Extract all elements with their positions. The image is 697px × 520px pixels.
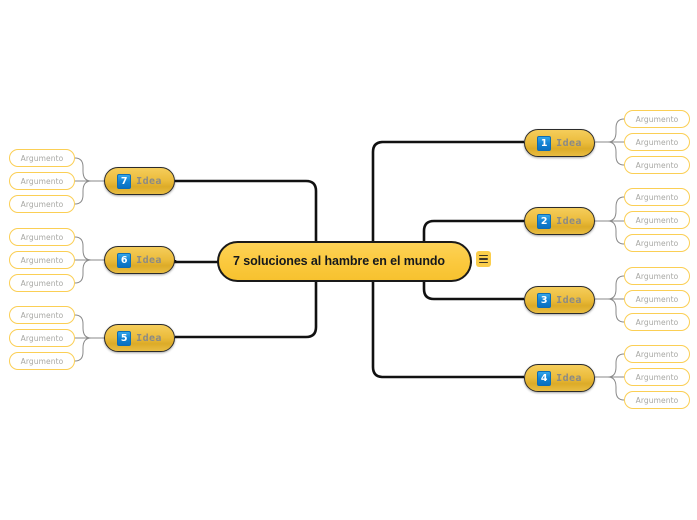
argument-node-label: Argumento (20, 176, 64, 186)
argument-node[interactable]: Argumento (624, 368, 690, 386)
idea-node-2[interactable]: 2 Idea (524, 207, 595, 235)
fan-idea4-c (607, 376, 625, 401)
idea-node-6[interactable]: 6 Idea (104, 246, 175, 274)
hamburger-line-1 (479, 254, 488, 257)
fan-idea7-a (74, 157, 104, 182)
argument-node-label: Argumento (20, 278, 64, 288)
argument-node[interactable]: Argumento (9, 352, 75, 370)
argument-node[interactable]: Argumento (9, 251, 75, 269)
argument-node-label: Argumento (635, 372, 679, 382)
idea-node-4[interactable]: 4 Idea (524, 364, 595, 392)
idea-node-label: Idea (556, 215, 582, 227)
argument-node-label: Argumento (635, 317, 679, 327)
fan-idea6-c (74, 259, 92, 284)
fan-idea3-a (595, 275, 625, 300)
argument-node-label: Argumento (20, 153, 64, 163)
argument-node[interactable]: Argumento (624, 234, 690, 252)
argument-node-label: Argumento (635, 238, 679, 248)
argument-node[interactable]: Argumento (624, 211, 690, 229)
argument-node[interactable]: Argumento (9, 195, 75, 213)
argument-node-label: Argumento (20, 199, 64, 209)
idea-node-1[interactable]: 1 Idea (524, 129, 595, 157)
root-title: 7 soluciones al hambre en el mundo (233, 253, 445, 268)
idea-number-badge: 5 (117, 330, 132, 346)
idea-number-badge: 6 (117, 252, 132, 268)
idea-node-3[interactable]: 3 Idea (524, 286, 595, 314)
argument-node-label: Argumento (20, 310, 64, 320)
hamburger-icon[interactable] (476, 251, 491, 267)
idea-number-badge: 2 (537, 213, 552, 229)
idea-number-badge: 1 (537, 135, 552, 151)
argument-node-label: Argumento (635, 271, 679, 281)
fan-idea2-a (595, 196, 625, 222)
idea-number-badge: 7 (117, 173, 132, 189)
argument-node[interactable]: Argumento (9, 172, 75, 190)
idea-node-label: Idea (556, 294, 582, 306)
argument-node[interactable]: Argumento (624, 345, 690, 363)
idea-node-label: Idea (136, 175, 162, 187)
fan-idea6-a (74, 236, 104, 261)
argument-node[interactable]: Argumento (9, 228, 75, 246)
idea-node-7[interactable]: 7 Idea (104, 167, 175, 195)
idea-number-badge: 4 (537, 370, 552, 386)
fan-idea5-c (74, 337, 92, 362)
argument-node[interactable]: Argumento (9, 274, 75, 292)
argument-node[interactable]: Argumento (624, 156, 690, 174)
idea-number-badge: 3 (537, 292, 552, 308)
argument-node-label: Argumento (635, 395, 679, 405)
argument-node[interactable]: Argumento (624, 290, 690, 308)
argument-node-label: Argumento (635, 114, 679, 124)
idea-node-label: Idea (556, 137, 582, 149)
trunk-left-middle (173, 260, 217, 264)
argument-node-label: Argumento (20, 232, 64, 242)
argument-node[interactable]: Argumento (624, 267, 690, 285)
fan-idea2-c (607, 220, 625, 245)
argument-node-label: Argumento (635, 349, 679, 359)
idea-node-label: Idea (556, 372, 582, 384)
argument-node[interactable]: Argumento (624, 133, 690, 151)
argument-node-label: Argumento (20, 333, 64, 343)
idea-node-5[interactable]: 5 Idea (104, 324, 175, 352)
fan-idea3-c (607, 298, 625, 323)
hamburger-line-3 (479, 261, 488, 264)
argument-node-label: Argumento (635, 192, 679, 202)
argument-node[interactable]: Argumento (624, 391, 690, 409)
argument-node-label: Argumento (635, 215, 679, 225)
argument-node-label: Argumento (635, 160, 679, 170)
fan-idea7-c (74, 180, 92, 205)
argument-node[interactable]: Argumento (9, 149, 75, 167)
fan-idea5-a (74, 314, 104, 339)
argument-node-label: Argumento (635, 294, 679, 304)
root-node[interactable]: 7 soluciones al hambre en el mundo (217, 241, 472, 282)
hamburger-line-2 (479, 258, 488, 260)
idea-node-label: Idea (136, 254, 162, 266)
argument-node-label: Argumento (20, 356, 64, 366)
argument-node[interactable]: Argumento (624, 313, 690, 331)
argument-node[interactable]: Argumento (9, 329, 75, 347)
idea-node-label: Idea (136, 332, 162, 344)
argument-node[interactable]: Argumento (624, 188, 690, 206)
fan-idea1-c (607, 141, 625, 166)
argument-node-label: Argumento (635, 137, 679, 147)
argument-node-label: Argumento (20, 255, 64, 265)
fan-idea4-a (595, 353, 625, 378)
argument-node[interactable]: Argumento (9, 306, 75, 324)
fan-idea1-a (595, 118, 625, 143)
argument-node[interactable]: Argumento (624, 110, 690, 128)
